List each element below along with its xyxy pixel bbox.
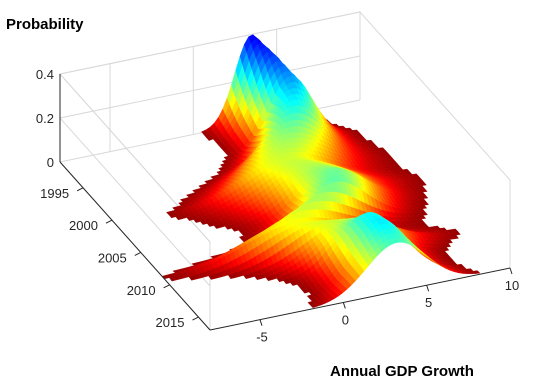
- surface-patch: [418, 215, 427, 220]
- surface-patch: [445, 239, 453, 244]
- x-tick-mark: [426, 285, 430, 292]
- y-tick-label: 2005: [98, 250, 127, 265]
- z-axis-label: Probability: [6, 16, 84, 33]
- surface-patch: [421, 201, 429, 206]
- surface-patch: [453, 231, 461, 236]
- y-tick-mark: [134, 252, 141, 256]
- surface-patch: [451, 234, 459, 240]
- x-tick-mark: [259, 319, 263, 326]
- y-tick-mark: [76, 187, 84, 192]
- z-tick-label: 0: [47, 155, 54, 170]
- x-axis-line: [209, 267, 511, 331]
- z-tick-label: 0.4: [36, 67, 54, 82]
- x-tick-mark: [342, 302, 346, 309]
- y-tick-label: 2015: [156, 315, 185, 330]
- surface-patch: [419, 181, 427, 186]
- axes-lines: [59, 74, 513, 331]
- y-axis-line: [59, 161, 211, 331]
- z-tick-label: 0.2: [36, 111, 54, 126]
- y-tick-mark: [163, 284, 170, 289]
- surface-patch: [419, 188, 428, 193]
- density-surface: [162, 34, 481, 308]
- x-tick-label: 5: [425, 295, 432, 310]
- y-tick-mark: [192, 316, 199, 321]
- y-tick-label: 2000: [69, 218, 98, 233]
- x-tick-label: 10: [505, 278, 519, 293]
- x-tick-mark: [509, 267, 513, 275]
- y-tick-label: 2010: [127, 283, 156, 298]
- surface-patch: [419, 204, 428, 209]
- tick-labels: -5 0 5 10 1995 2000 2005 2010 2015 0 0.2 0.4: [36, 67, 519, 345]
- y-tick-mark: [105, 219, 113, 224]
- x-tick-label: 0: [342, 312, 349, 327]
- surface-patch: [441, 246, 450, 252]
- surface-patch: [443, 243, 452, 248]
- surface-patch: [420, 194, 429, 199]
- surface-patch: [420, 211, 428, 216]
- y-tick-label: 1995: [40, 186, 69, 201]
- x-axis-label: Annual GDP Growth: [330, 363, 474, 380]
- x-tick-label: -5: [256, 330, 268, 345]
- surface-patch: [472, 270, 481, 274]
